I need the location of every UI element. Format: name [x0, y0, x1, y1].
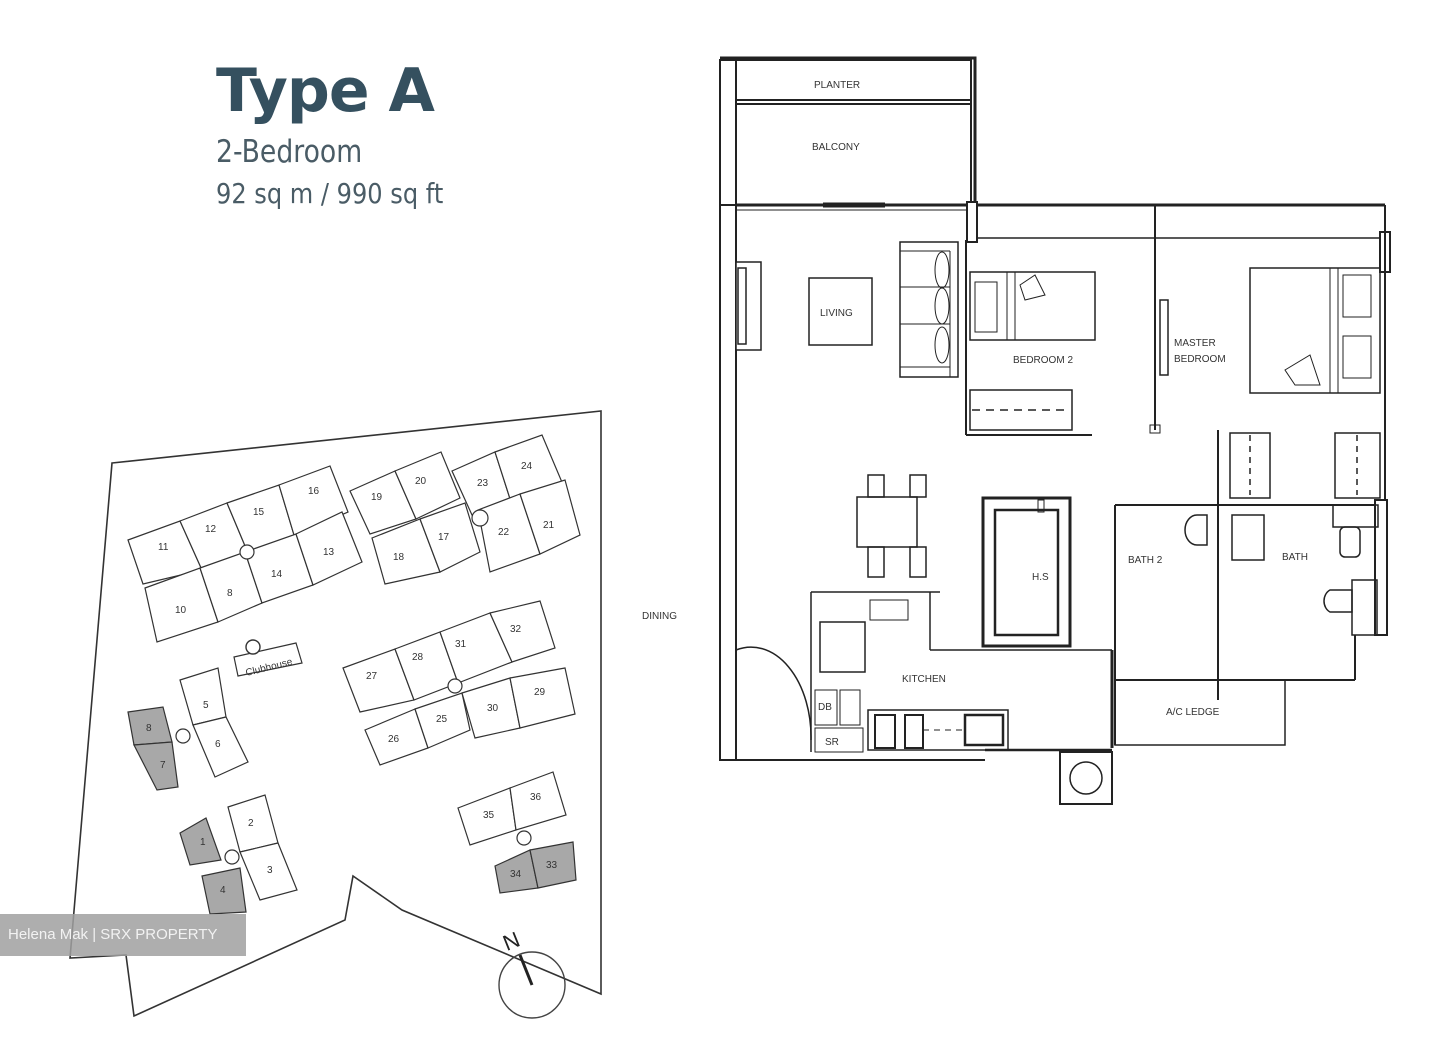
- svg-text:11: 11: [158, 542, 169, 553]
- svg-text:5: 5: [203, 700, 209, 711]
- svg-text:35: 35: [483, 810, 495, 821]
- svg-text:7: 7: [160, 760, 166, 771]
- svg-text:16: 16: [308, 486, 320, 497]
- svg-text:24: 24: [521, 461, 533, 472]
- svg-text:2: 2: [248, 818, 254, 829]
- ac-ledge-label: A/C LEDGE: [1166, 707, 1220, 718]
- living-label: LIVING: [820, 308, 853, 319]
- svg-text:31: 31: [455, 639, 467, 650]
- svg-text:20: 20: [415, 476, 427, 487]
- master-bedroom-label-1: MASTER: [1174, 338, 1216, 349]
- svg-text:8: 8: [227, 588, 233, 599]
- block-group-15: [457, 771, 577, 894]
- svg-text:32: 32: [510, 624, 522, 635]
- svg-text:23: 23: [477, 478, 489, 489]
- svg-text:30: 30: [487, 703, 499, 714]
- svg-text:19: 19: [371, 492, 383, 503]
- svg-text:25: 25: [436, 714, 448, 725]
- bedroom2-label: BEDROOM 2: [1013, 355, 1073, 366]
- watermark: Helena Mak | SRX PROPERTY: [0, 914, 246, 956]
- block-group-17: [349, 434, 581, 585]
- svg-text:34: 34: [510, 869, 522, 880]
- block-group-9: [127, 465, 363, 643]
- svg-text:27: 27: [366, 671, 378, 682]
- block-group-7: [127, 667, 249, 791]
- bedroom-count: 2-Bedroom: [216, 134, 363, 170]
- svg-text:17: 17: [438, 532, 450, 543]
- svg-text:3: 3: [267, 865, 273, 876]
- master-bedroom-label-2: BEDROOM: [1174, 354, 1226, 365]
- svg-text:15: 15: [253, 507, 265, 518]
- svg-text:1: 1: [200, 837, 206, 848]
- svg-text:12: 12: [205, 524, 217, 535]
- svg-text:26: 26: [388, 734, 400, 745]
- svg-text:33: 33: [546, 860, 558, 871]
- block-group-5: [179, 794, 298, 915]
- unit-area: 92 sq m / 990 sq ft: [216, 177, 444, 210]
- svg-text:13: 13: [323, 547, 335, 558]
- dining-label: DINING: [642, 611, 677, 622]
- db-label: DB: [818, 702, 832, 713]
- unit-type-header: Type A 2-Bedroom 92 sq m / 990 sq ft: [216, 56, 480, 214]
- svg-text:4: 4: [220, 885, 226, 896]
- sr-label: SR: [825, 737, 839, 748]
- svg-text:18: 18: [393, 552, 405, 563]
- room-labels: PLANTER BALCONY LIVING BEDROOM 2 MASTER …: [642, 80, 1308, 748]
- svg-text:6: 6: [215, 739, 221, 750]
- kitchen-label: KITCHEN: [902, 674, 946, 685]
- svg-text:22: 22: [498, 527, 510, 538]
- svg-text:14: 14: [271, 569, 283, 580]
- block-group-11: [342, 600, 576, 766]
- bath2-label: BATH 2: [1128, 555, 1163, 566]
- svg-text:8: 8: [146, 723, 152, 734]
- svg-text:21: 21: [543, 520, 555, 531]
- svg-text:29: 29: [534, 687, 546, 698]
- unit-type-title: Type A: [216, 56, 435, 126]
- planter-label: PLANTER: [814, 80, 860, 91]
- svg-text:36: 36: [530, 792, 542, 803]
- unit-number-labels: 11 12 15 16 10 8 14 13 19 20 23 24 18 17…: [146, 461, 558, 896]
- hs-label: H.S: [1032, 572, 1049, 583]
- svg-text:28: 28: [412, 652, 424, 663]
- balcony-label: BALCONY: [812, 142, 860, 153]
- bath-label: BATH: [1282, 552, 1308, 563]
- svg-text:10: 10: [175, 605, 187, 616]
